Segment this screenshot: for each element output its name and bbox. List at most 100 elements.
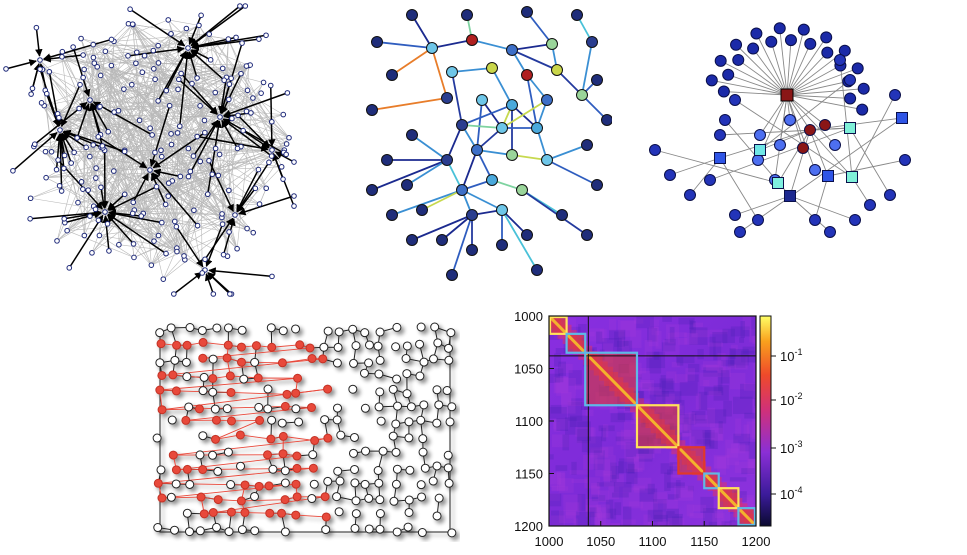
heatmap-texture <box>620 519 636 526</box>
graph-node <box>269 273 275 280</box>
block-box <box>635 404 680 449</box>
arrow-edge <box>35 27 43 57</box>
grey-edge <box>100 147 144 214</box>
graph-node <box>104 221 111 227</box>
path-edge <box>295 514 327 518</box>
grid-node <box>443 450 453 460</box>
hub-edge <box>786 94 863 111</box>
colorbar-tick-label: 10-2 <box>780 391 802 408</box>
grey-edge <box>42 69 238 249</box>
path-node <box>254 481 264 491</box>
path-node <box>264 481 274 491</box>
heatmap-texture <box>608 329 626 340</box>
arrow-edge <box>108 209 142 217</box>
arrow-edge <box>207 272 231 295</box>
grey-edge <box>113 170 223 215</box>
weighted-edge <box>546 144 588 161</box>
grid-node <box>156 465 166 475</box>
network-node <box>506 149 518 161</box>
arrow-edge <box>92 101 153 136</box>
graph-node <box>87 97 93 103</box>
arrow-edge <box>43 38 112 61</box>
heatmap-texture <box>614 331 625 347</box>
arrow-edge <box>268 85 276 147</box>
grid-node <box>348 324 358 334</box>
path-node <box>291 510 301 520</box>
heatmap-texture <box>558 478 574 493</box>
graph-node <box>148 262 155 268</box>
grid-node <box>268 464 278 474</box>
grid-node <box>360 328 370 338</box>
hub-edge <box>720 60 788 96</box>
grey-edge <box>92 44 219 176</box>
grey-edge <box>151 120 205 266</box>
square-node <box>754 144 766 156</box>
network-node <box>441 92 453 104</box>
graph-node <box>37 66 43 72</box>
grid-node <box>349 358 359 368</box>
colorbar-tick-label: 10-3 <box>780 439 802 456</box>
heatmap-texture <box>664 472 671 491</box>
heatmap-texture <box>623 340 629 346</box>
heatmap-texture <box>596 482 616 487</box>
heatmap-texture <box>620 320 636 331</box>
arrow-edge <box>132 172 149 203</box>
grey-edge <box>98 107 186 260</box>
network-node <box>754 129 766 141</box>
grid-node <box>280 466 290 476</box>
grey-edge <box>93 44 159 46</box>
graph-node <box>131 254 137 261</box>
heatmap-texture <box>752 419 756 440</box>
grid-node <box>351 496 361 506</box>
graph-node <box>243 63 250 69</box>
path-node <box>291 479 301 489</box>
grid-node <box>182 508 192 518</box>
weighted-edge <box>451 67 493 73</box>
heatmap-texture <box>752 335 756 345</box>
weighted-edge <box>431 47 448 99</box>
heatmap-texture <box>643 443 662 454</box>
heatmap-texture <box>555 465 568 471</box>
network-node <box>456 184 468 196</box>
heatmap-texture <box>703 380 710 387</box>
heatmap-texture <box>683 422 688 432</box>
graph-node <box>252 185 259 192</box>
heatmap-texture <box>675 480 681 498</box>
arrow-edge <box>237 114 270 148</box>
grey-edge <box>67 221 175 232</box>
path-edge <box>202 347 311 359</box>
graph-node <box>53 166 60 173</box>
path-edge <box>215 420 260 440</box>
graph-node <box>80 186 86 192</box>
grid-node <box>375 509 385 519</box>
heatmap-texture <box>615 436 635 442</box>
heatmap-texture <box>596 504 610 518</box>
grid-node <box>335 476 345 486</box>
network-node <box>809 164 821 176</box>
network-node <box>471 144 483 156</box>
grid-node <box>333 403 343 413</box>
grid-node <box>208 387 218 397</box>
leaf-node <box>366 104 378 116</box>
heatmap-texture <box>667 469 681 475</box>
path-node <box>240 480 250 490</box>
network-node <box>824 226 836 238</box>
grid-node <box>416 415 426 425</box>
graph-node <box>129 21 136 27</box>
leaf-node <box>371 36 383 48</box>
network-node <box>531 122 543 134</box>
grid-node <box>166 323 176 333</box>
graph-node <box>204 191 211 198</box>
heatmap-texture <box>672 516 683 526</box>
grid-node <box>250 526 260 536</box>
graph-node <box>174 130 181 136</box>
heatmap-texture <box>618 329 624 349</box>
heatmap-texture <box>718 421 723 434</box>
grey-edge <box>61 56 85 236</box>
grid-node <box>376 416 386 426</box>
grid-node <box>392 464 402 474</box>
leaf-node <box>581 229 593 241</box>
grid-node <box>416 480 426 490</box>
grid-node <box>277 418 287 428</box>
grey-edge <box>236 97 254 249</box>
